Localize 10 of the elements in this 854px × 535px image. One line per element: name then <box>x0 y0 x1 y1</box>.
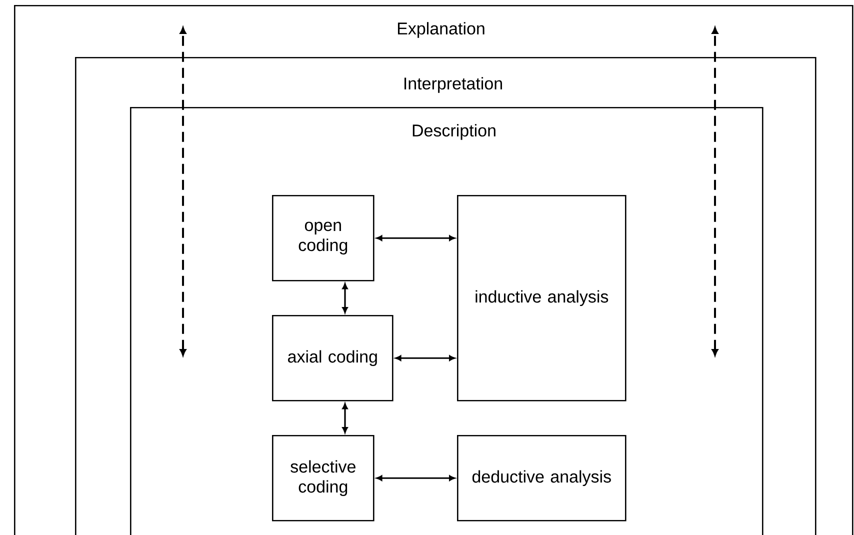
process-box: deductive analysis <box>457 434 626 522</box>
arrow <box>376 475 455 481</box>
process-box: axial coding <box>272 314 394 402</box>
arrow <box>376 235 455 241</box>
process-box: selective coding <box>272 434 374 522</box>
arrow <box>395 355 455 361</box>
process-box: open coding <box>272 194 374 282</box>
arrow <box>342 283 348 313</box>
arrow <box>342 403 348 433</box>
process-box: inductive analysis <box>457 194 626 402</box>
